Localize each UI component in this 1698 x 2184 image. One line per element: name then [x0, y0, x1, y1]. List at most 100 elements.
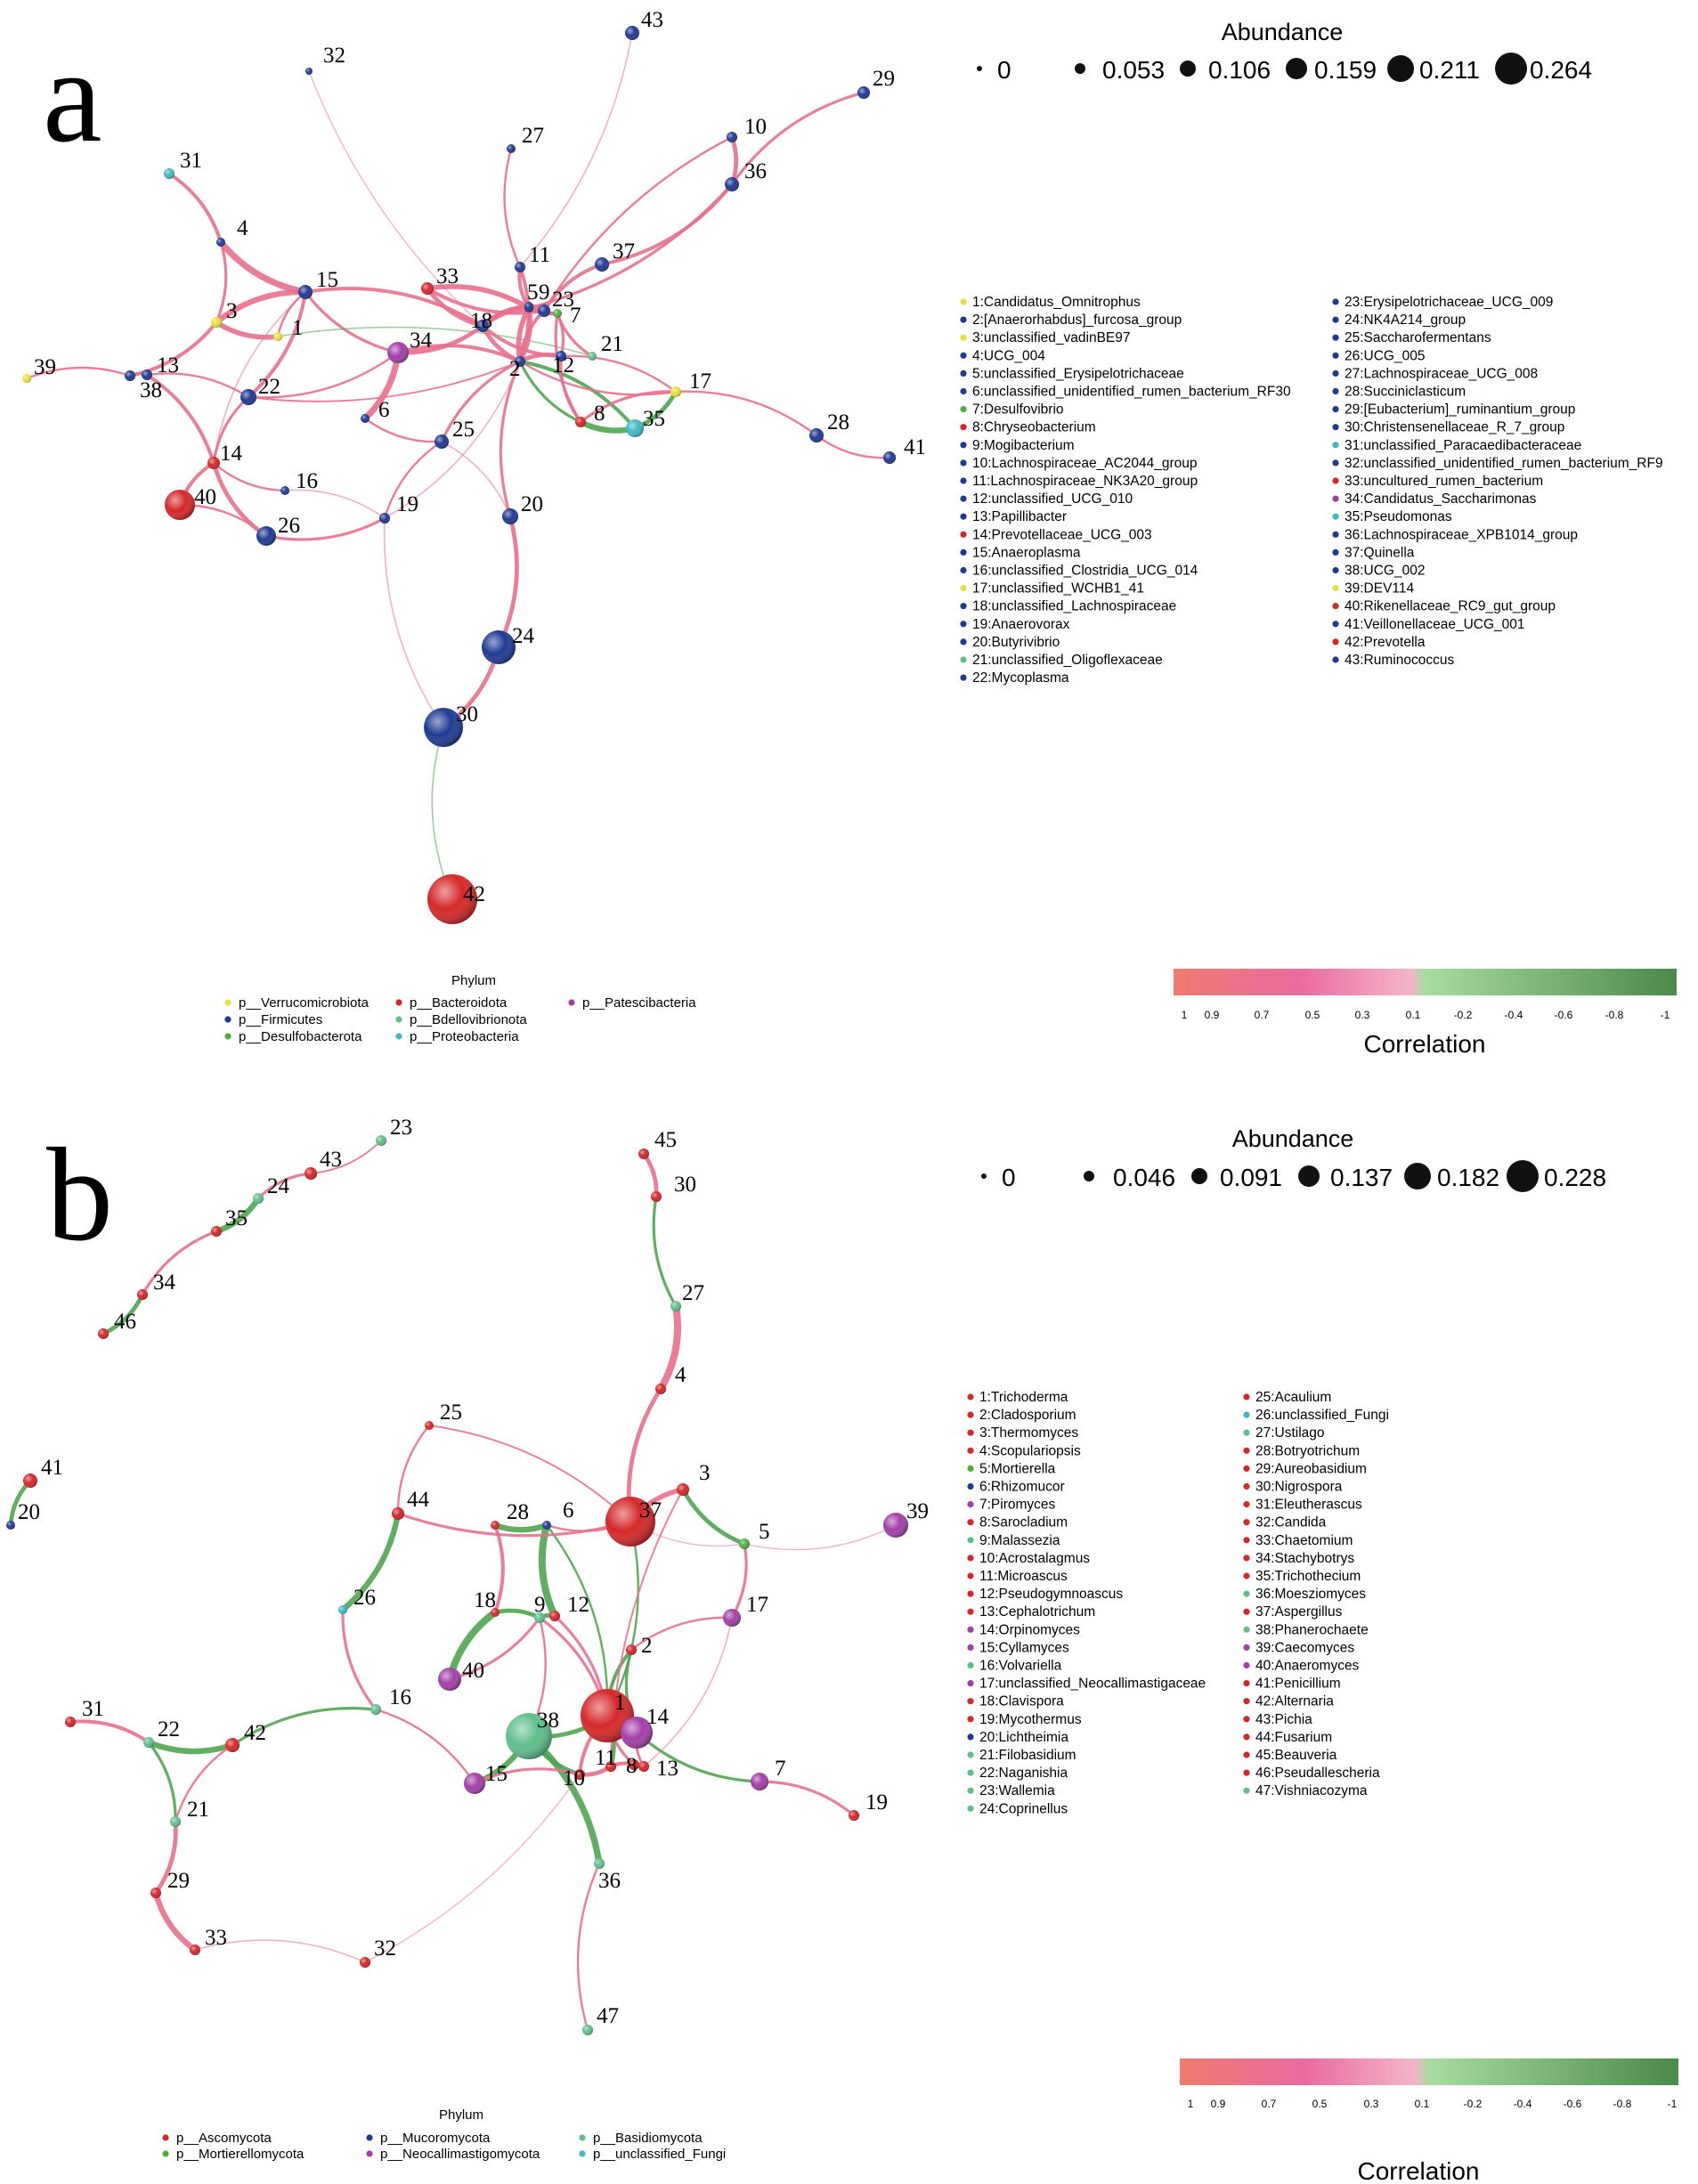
- network-a-edge: [518, 360, 678, 396]
- taxa-legend-b-item: 13:Cephalotrichum: [967, 1604, 1095, 1620]
- network-b-node-label: 6: [563, 1498, 574, 1522]
- taxa-legend-b-label: 32:Candida: [1255, 1515, 1327, 1530]
- phylum-legend-a-item: p__Verrucomicrobiota: [224, 995, 370, 1011]
- network-a-node-label: 43: [641, 8, 663, 32]
- network-b-node: [723, 1609, 741, 1627]
- network-a-edge: [503, 147, 522, 269]
- correlation-legend-a-tick: 0.9: [1205, 1009, 1220, 1021]
- network-a-node-shade: [421, 282, 434, 295]
- network-a-edge: [730, 91, 865, 186]
- network-a-node: [588, 352, 597, 361]
- network-b-node-shade: [143, 1737, 154, 1748]
- abundance-legend-a-value: 0.053: [1102, 56, 1165, 84]
- network-b-node-label: 26: [353, 1586, 376, 1610]
- network-a-edge: [499, 360, 522, 518]
- phylum-legend-a-item: p__Patescibacteria: [568, 995, 696, 1011]
- abundance-legend-a: Abundance 0 0.053 0.106 0.159 0.211: [977, 19, 1592, 85]
- network-a-node-label: 38: [140, 378, 162, 402]
- taxa-legend-a-dot: [1332, 603, 1339, 610]
- network-b-node-shade: [65, 1717, 76, 1727]
- network-b-node-label: 25: [440, 1401, 462, 1425]
- network-b-node: [438, 1668, 461, 1691]
- taxa-legend-b-label: 12:Pseudogymnoascus: [979, 1587, 1123, 1602]
- taxa-legend-a-dot: [960, 387, 967, 395]
- taxa-legend-a-dot: [1332, 442, 1339, 449]
- taxa-legend-a-label: 1:Candidatus_Omnitrophus: [972, 295, 1141, 310]
- network-b-node: [6, 1521, 15, 1530]
- taxa-legend-b-label: 30:Nigrospora: [1255, 1480, 1343, 1495]
- network-a-node: [725, 177, 739, 191]
- abundance-legend-a-marker: [1387, 55, 1414, 82]
- network-b-node-label: 38: [537, 1709, 559, 1733]
- taxa-legend-b-item: 9:Malassezia: [967, 1533, 1060, 1548]
- taxa-legend-a-item: 3:unclassified_vadinBE97: [960, 330, 1131, 345]
- taxa-legend-a-item: 37:Quinella: [1332, 545, 1415, 560]
- taxa-legend-a-item: 14:Prevotellaceae_UCG_003: [960, 527, 1152, 542]
- taxa-legend-a-item: 24:NK4A214_group: [1332, 313, 1466, 328]
- correlation-legend-a-title: Correlation: [1364, 1030, 1486, 1058]
- taxa-legend-a-label: 32:unclassified_unidentified_rumen_bacte…: [1345, 456, 1663, 471]
- taxa-legend-a-item: 26:UCG_005: [1332, 348, 1425, 363]
- network-a-node-label: 3: [226, 299, 238, 323]
- correlation-legend-b-tick: 0.7: [1262, 2098, 1277, 2110]
- taxa-legend-a-dot: [960, 513, 967, 520]
- network-b-node: [338, 1605, 347, 1614]
- taxa-legend-b-dot: [967, 1447, 974, 1454]
- taxa-legend-b-label: 25:Acaulium: [1255, 1390, 1331, 1405]
- network-a-edge: [284, 489, 386, 519]
- taxa-legend-b-item: 27:Ustilago: [1243, 1425, 1325, 1441]
- network-b-node-shade: [751, 1773, 768, 1790]
- network-b-node-label: 28: [507, 1500, 529, 1524]
- taxa-legend-a-item: 32:unclassified_unidentified_rumen_bacte…: [1332, 456, 1663, 471]
- network-b-node-label: 7: [775, 1757, 786, 1781]
- taxa-legend-a-item: 4:UCG_004: [960, 348, 1045, 363]
- taxa-legend-b-item: 24:Coprinellus: [967, 1801, 1068, 1816]
- network-a-edges: [25, 32, 891, 900]
- network-a-node-shade: [595, 257, 609, 272]
- taxa-legend-a-dot: [1332, 387, 1339, 395]
- taxa-legend-b-dot: [1243, 1698, 1250, 1705]
- phylum-legend-a-label: p__Desulfobacterota: [239, 1029, 362, 1044]
- taxa-legend-a-dot: [1332, 298, 1339, 305]
- taxa-legend-b-label: 16:Volvariella: [979, 1659, 1062, 1674]
- taxa-legend-b-dot: [1243, 1572, 1250, 1579]
- network-b-node-shade: [582, 2025, 593, 2035]
- taxa-legend-a-label: 38:UCG_002: [1345, 564, 1425, 579]
- taxa-legend-a-label: 40:Rikenellaceae_RC9_gut_group: [1345, 599, 1556, 614]
- network-a-edge: [248, 361, 521, 402]
- network-a-node-shade: [273, 332, 282, 341]
- network-b-node-label: 41: [41, 1456, 63, 1480]
- network-b-node: [305, 1167, 317, 1180]
- network-b-node-label: 4: [675, 1363, 687, 1387]
- network-b-node: [392, 1507, 404, 1520]
- network-a-edge: [431, 727, 453, 900]
- taxa-legend-b-label: 37:Aspergillus: [1255, 1604, 1343, 1620]
- network-b-node-shade: [629, 1759, 639, 1770]
- abundance-legend-b-value: 0: [1002, 1164, 1016, 1191]
- network-a-node-label: 21: [601, 332, 623, 356]
- taxa-legend-b-item: 46:Pseudallescheria: [1243, 1766, 1380, 1781]
- taxa-legend-a-item: 42:Prevotella: [1332, 635, 1426, 650]
- phylum-legend-a-dot: [224, 1016, 232, 1023]
- network-b-edge: [492, 1522, 550, 1533]
- network-b-node: [638, 1149, 649, 1159]
- taxa-legend-b-label: 14:Orpinomyces: [979, 1622, 1080, 1637]
- taxa-legend-a-dot: [960, 674, 967, 681]
- network-a-node: [595, 257, 609, 272]
- taxa-legend-b-item: 5:Mortierella: [967, 1461, 1056, 1476]
- taxa-legend-a-item: 21:unclassified_Oligoflexaceae: [960, 653, 1163, 668]
- taxa-legend-b-item: 42:Alternaria: [1243, 1694, 1334, 1709]
- taxa-legend-a-dot: [1332, 477, 1339, 484]
- abundance-legend-a-item: 0: [977, 56, 1011, 84]
- network-a-node: [625, 26, 639, 40]
- taxa-legend-a-item: 38:UCG_002: [1332, 564, 1425, 579]
- network-b-node: [574, 1769, 585, 1780]
- network-a-node: [280, 486, 289, 495]
- phylum-legend-b-dot: [579, 2134, 586, 2141]
- taxa-legend-b-label: 47:Vishniacozyma: [1255, 1783, 1368, 1798]
- taxa-legend-a-dot: [1332, 459, 1339, 467]
- network-a-node-label: 39: [34, 355, 56, 379]
- network-b-edge: [194, 1939, 366, 1963]
- network-a-node-shade: [164, 168, 175, 179]
